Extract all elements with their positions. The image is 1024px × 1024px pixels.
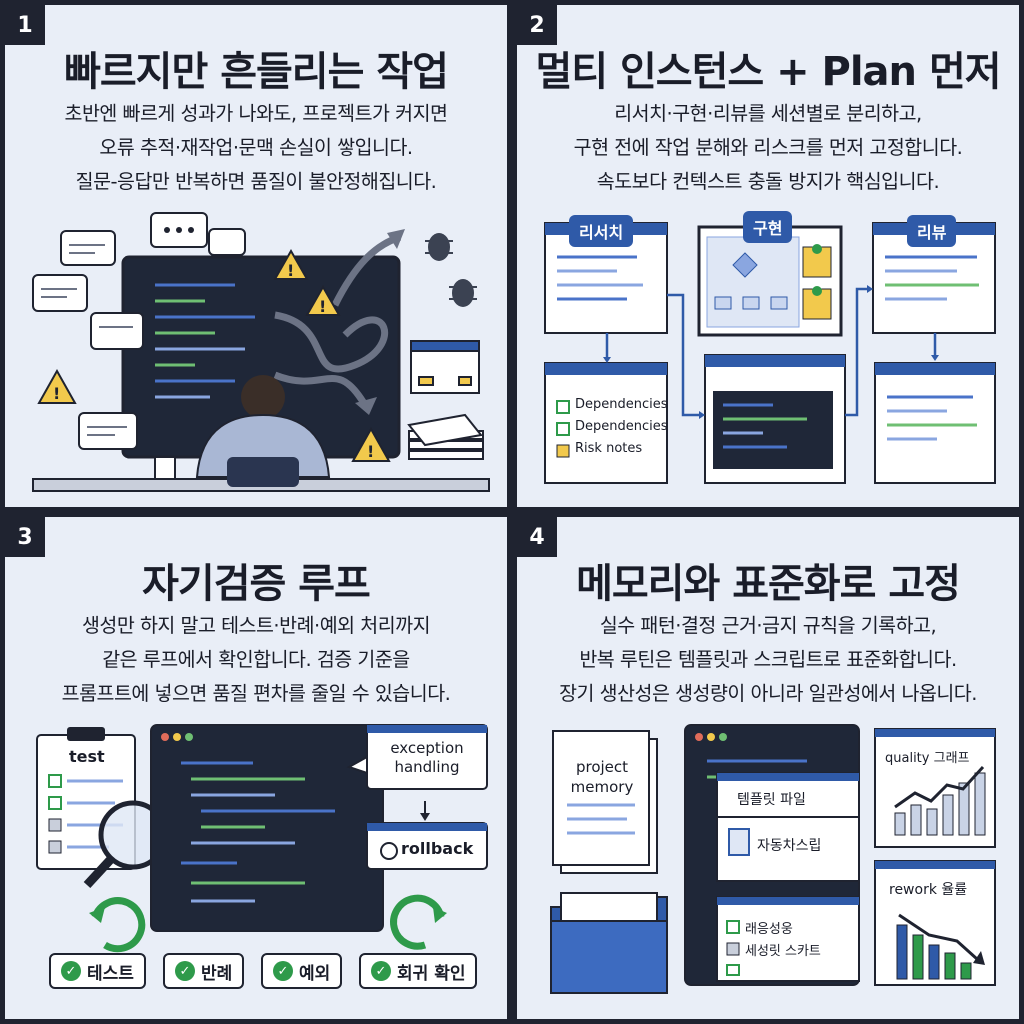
panel-number: 3 [5,517,45,557]
panel-number: 2 [517,5,557,45]
clipboard-label: test [69,747,105,766]
pill-exception: ✓예외 [261,953,343,989]
quality-chart-label: quality 그래프 [885,751,970,766]
panel-description: 생성만 하지 말고 테스트·반례·예외 처리까지 같은 루프에서 확인합니다. … [61,614,451,705]
check-item: 래응성웅 [745,922,793,937]
panel-title: 멀티 인스턴스 + Plan 먼저 [535,49,1001,95]
check-icon: ✓ [273,961,293,981]
panel-1: 1 빠르지만 흔들리는 작업 초반엔 빠르게 성과가 나와도, 프로젝트가 커지… [2,2,510,510]
badge-research: 리서치 [569,215,634,247]
check-icon: ✓ [61,961,81,981]
pill-regression: ✓회귀 확인 [359,953,478,989]
memory-standardization-illustration [550,724,996,994]
panel-title: 자기검증 루프 [142,561,371,607]
panel-3: 3 자기검증 루프 생성만 하지 말고 테스트·반례·예외 처리까지 같은 루프… [2,514,510,1022]
check-icon: ✓ [371,961,391,981]
panel-title: 빠르지만 흔들리는 작업 [64,49,449,95]
svg-text:!: ! [53,384,60,403]
panel-number: 4 [517,517,557,557]
exception-label: exception handling [390,739,464,776]
checklist-item: Risk notes [575,441,643,456]
svg-text:!: ! [367,442,374,461]
template-label: 템플릿 파일 [737,792,806,808]
verification-loop-illustration [36,724,488,953]
check-icon: ✓ [175,961,195,981]
panel-4: 4 메모리와 표준화로 고정 실수 패턴·결정 근거·금지 규칙을 기록하고, … [514,514,1022,1022]
badge-implement: 구현 [743,211,793,243]
check-item: 세성릿 스카트 [745,944,821,959]
rework-chart-label: rework 율률 [889,882,968,898]
rollback-label: rollback [401,839,474,858]
memory-label: project memory [570,758,634,796]
panel-2: 2 멀티 인스턴스 + Plan 먼저 리서치·구현·리뷰를 세션별로 분리하고… [514,2,1022,510]
panel-description: 초반엔 빠르게 성과가 나와도, 프로젝트가 커지면 오류 추적·재작업·문맥 … [64,102,449,193]
pill-test: ✓테스트 [49,953,146,989]
panel-description: 리서치·구현·리뷰를 세션별로 분리하고, 구현 전에 작업 분해와 리스크를 … [573,102,963,193]
badge-review: 리뷰 [907,215,957,247]
svg-text:!: ! [287,261,294,280]
panel-title: 메모리와 표준화로 고정 [576,561,961,607]
checklist-item: Dependencies [575,419,668,434]
panel-description: 실수 패턴·결정 근거·금지 규칙을 기록하고, 반복 루틴은 템플릿과 스크립… [559,614,977,705]
svg-text:!: ! [319,297,326,316]
pill-counterexample: ✓반례 [163,953,245,989]
checklist-item: Dependencies [575,397,668,412]
workflow-diagram [544,222,996,484]
panel-number: 1 [5,5,45,45]
script-label: 자동차스립 [757,838,822,854]
chaos-illustration: !!!! [32,212,490,492]
